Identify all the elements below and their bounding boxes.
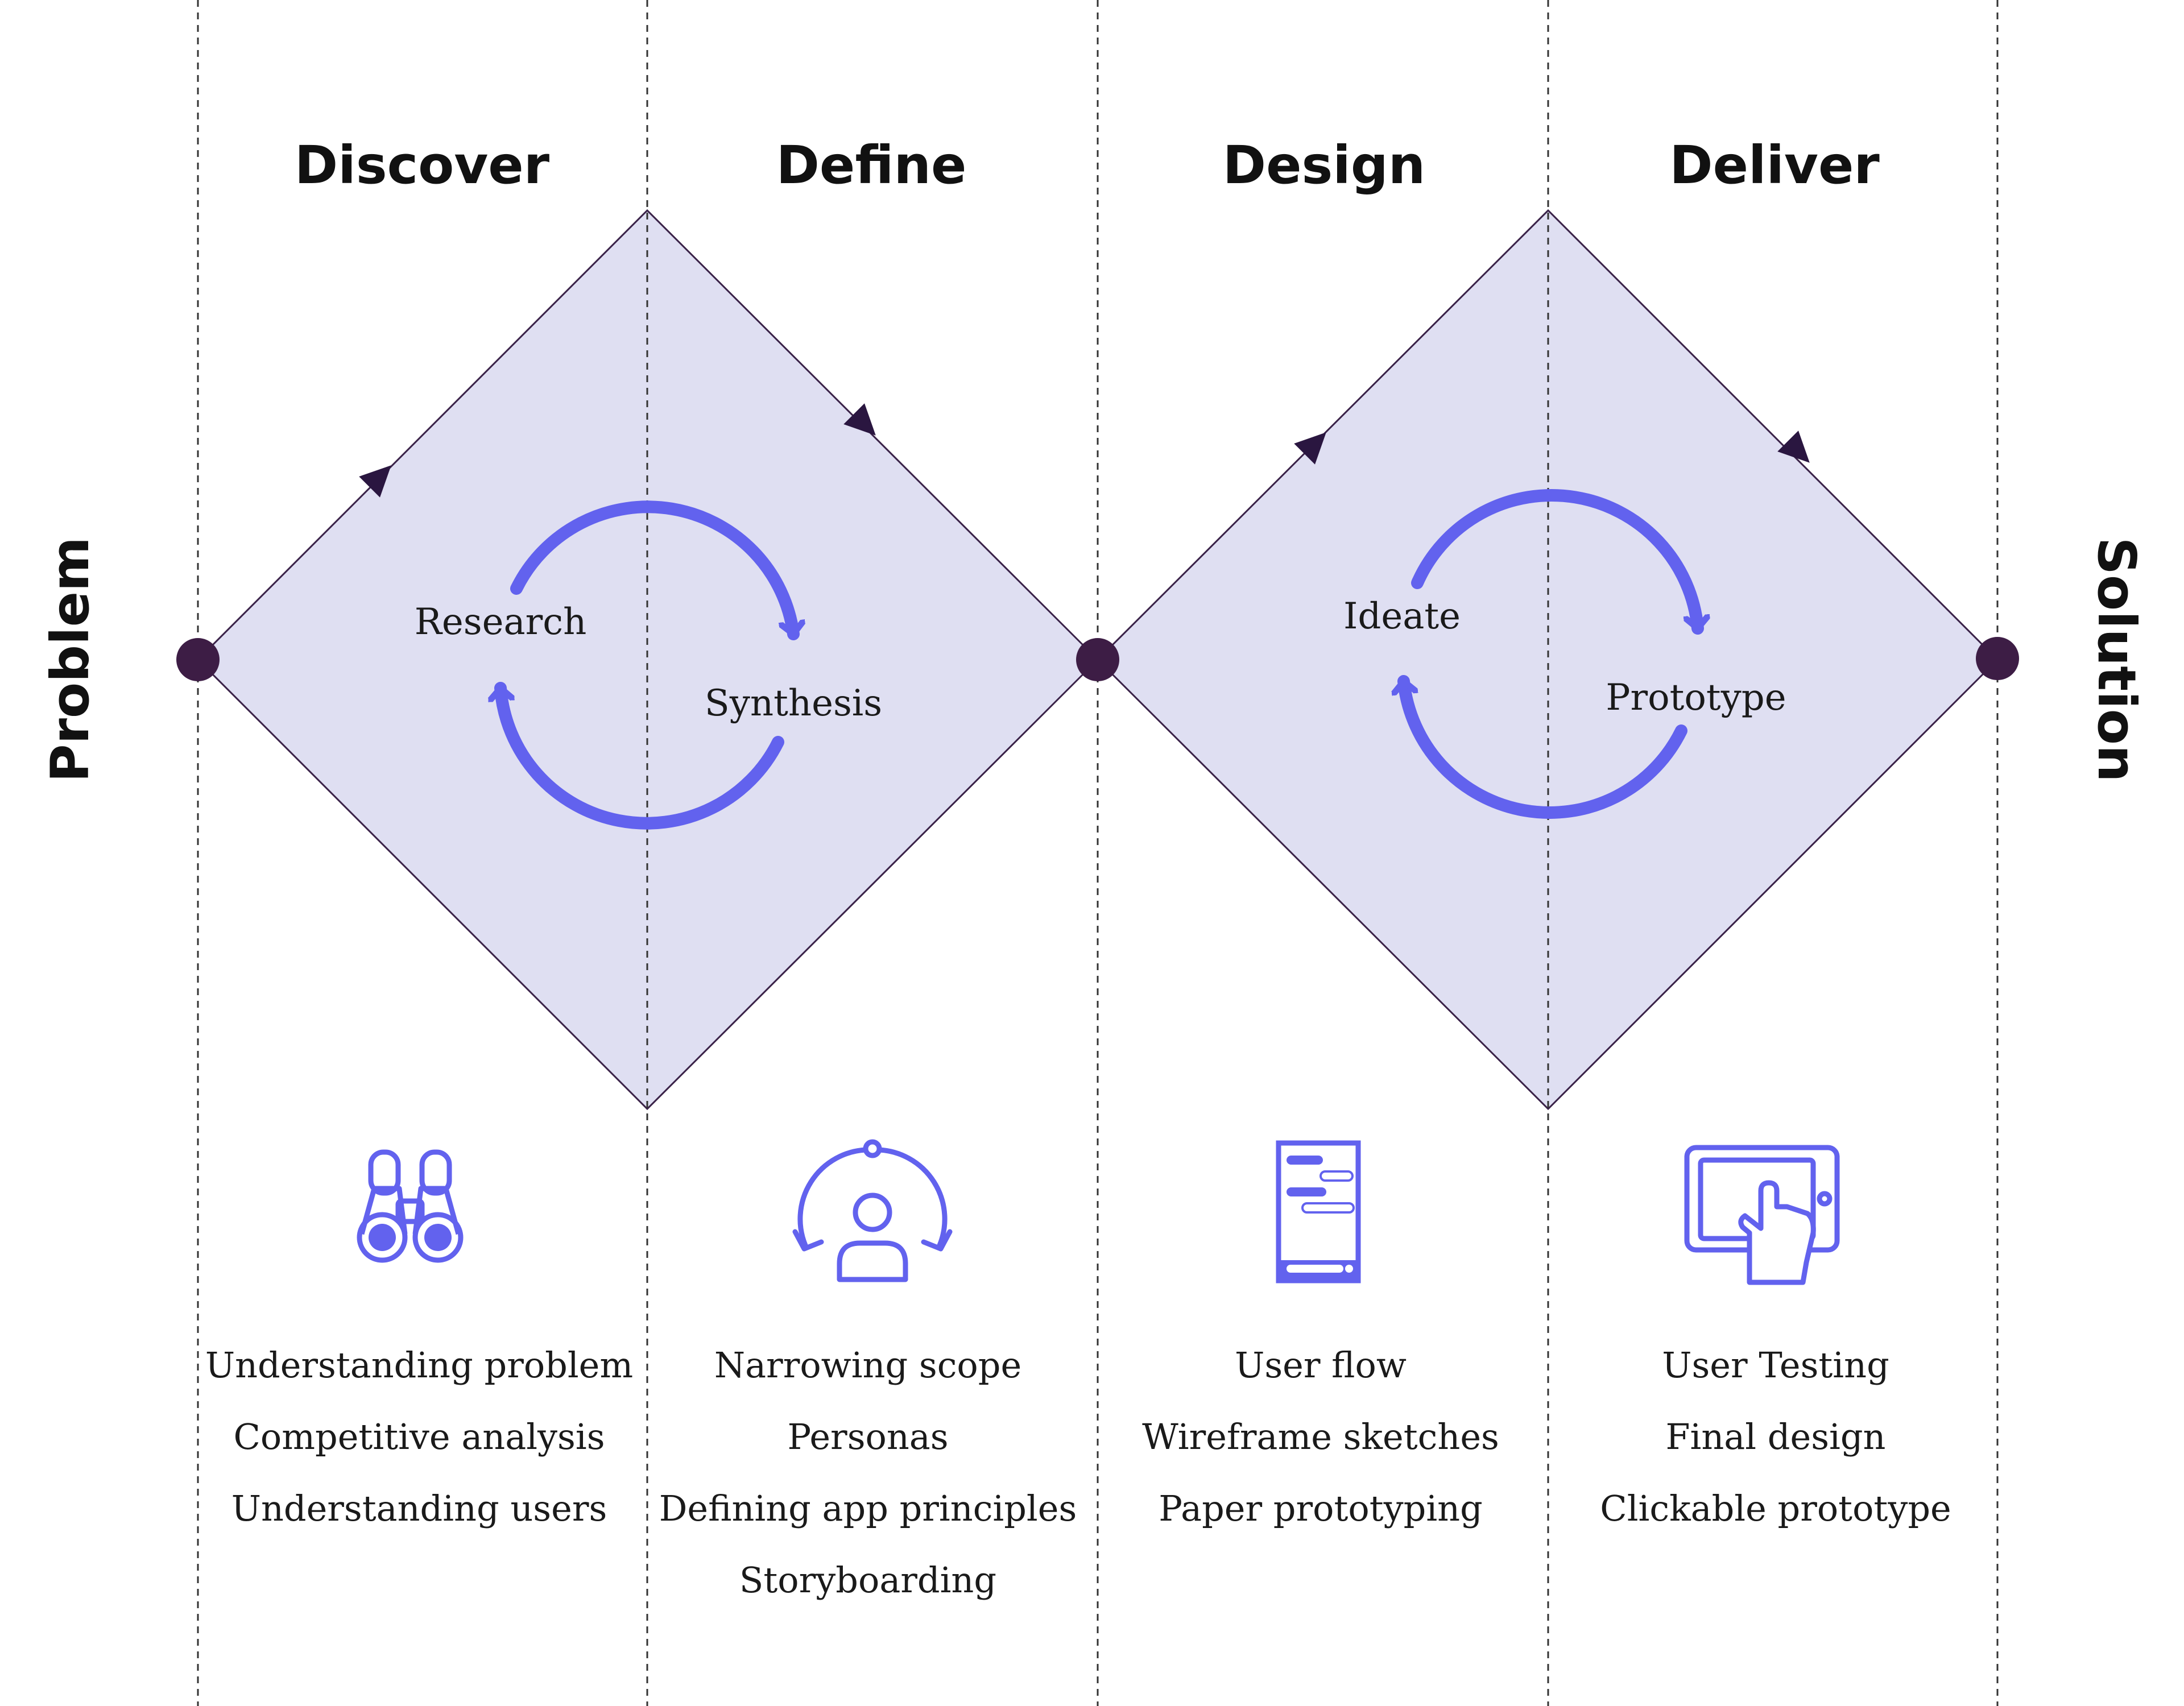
arrow-up-right-icon [359,465,391,498]
cycle-label-prototype: Prototype [1606,677,1786,719]
flow-arrows [359,403,1810,498]
cycle-label-ideate: Ideate [1343,595,1461,637]
cycle-arrow-top [1411,489,1698,635]
cycle-arrow-top [510,500,793,640]
diamonds [196,209,1999,1111]
arrow-down-right-icon [1777,430,1810,463]
column-dividers [197,0,1999,1706]
nodes [176,637,2019,681]
binoculars-icon [357,1149,464,1263]
diamond-2 [1096,209,1999,1111]
list-item: Clickable prototype [1600,1488,1951,1529]
list-item: Wireframe sketches [1142,1416,1499,1457]
arrow-up-right-icon [1294,432,1326,465]
problem-label: Problem [40,537,101,782]
list-item: Personas [787,1416,948,1457]
diamond-1 [196,209,1099,1111]
cycle-arrow-bottom [1404,675,1687,819]
cycle-arrows [500,489,1698,830]
list-item: Competitive analysis [233,1416,605,1457]
task-list-deliver: User Testing Final design Clickable prot… [1600,1344,1951,1529]
list-item: Paper prototyping [1159,1488,1483,1529]
phase-title-deliver: Deliver [1669,135,1880,196]
cycle-labels: Research Synthesis Ideate Prototype [415,595,1786,724]
phase-title-discover: Discover [295,135,550,196]
list-item: Storyboarding [739,1559,996,1601]
solution-label: Solution [2086,537,2147,782]
tablet-touch-icon [1684,1145,1840,1285]
phase-title-define: Define [776,135,967,196]
end-node [1976,637,2019,680]
cycle-arrow-bottom [500,682,784,830]
cycle-label-synthesis: Synthesis [705,682,882,724]
list-item: Understanding users [231,1488,607,1529]
mobile-wireframe-icon [1276,1140,1361,1283]
list-item: Narrowing scope [714,1344,1021,1386]
cycle-label-research: Research [415,601,587,643]
start-node [176,638,220,681]
list-item: Defining app principles [659,1488,1077,1529]
phase-title-design: Design [1223,135,1425,196]
user-cycle-icon [792,1139,953,1282]
phase-titles: Discover Define Design Deliver [295,135,1880,196]
list-item: User Testing [1662,1344,1889,1386]
arrow-down-right-icon [843,403,876,436]
task-list-define: Narrowing scope Personas Defining app pr… [659,1344,1077,1601]
list-item: User flow [1235,1344,1407,1386]
task-list-design: User flow Wireframe sketches Paper proto… [1142,1344,1499,1529]
list-item: Understanding problem [205,1344,633,1386]
task-list-discover: Understanding problem Competitive analys… [205,1344,633,1529]
mid-node [1076,638,1119,681]
list-item: Final design [1666,1416,1886,1457]
